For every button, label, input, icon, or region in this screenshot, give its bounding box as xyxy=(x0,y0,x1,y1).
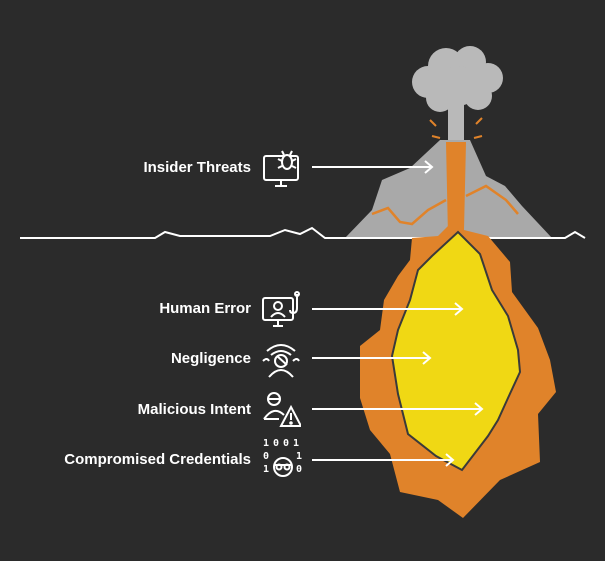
binary-row-2-right: 1 xyxy=(296,451,303,462)
bug-monitor-icon xyxy=(261,148,301,188)
malicious-intent-label: Malicious Intent xyxy=(137,401,251,418)
user-monitor-phishing-icon xyxy=(261,290,301,330)
binary-row-2-left: 0 xyxy=(263,451,270,462)
lava-chamber-inner xyxy=(390,230,522,472)
volcano-ridges xyxy=(371,184,519,226)
arrows xyxy=(312,160,484,467)
binary-row-3-right: 0 xyxy=(296,464,303,475)
eye-wifi-user-icon xyxy=(261,339,301,379)
negligence-label: Negligence xyxy=(170,350,251,367)
user-warning-icon xyxy=(261,389,303,429)
lava-conduit xyxy=(446,142,466,236)
eruption-sparks xyxy=(429,117,483,139)
binary-masked-user-icon: 1001 0 1 1 0 xyxy=(261,438,305,482)
ground-line xyxy=(20,226,586,239)
binary-row-1: 1001 xyxy=(263,438,304,449)
insider-threats-label: Insider Threats xyxy=(143,159,251,176)
binary-row-3-left: 1 xyxy=(263,464,270,475)
human-error-label: Human Error xyxy=(159,300,251,317)
smoke-cloud xyxy=(412,46,503,140)
compromised-credentials-label: Compromised Credentials xyxy=(64,451,251,468)
